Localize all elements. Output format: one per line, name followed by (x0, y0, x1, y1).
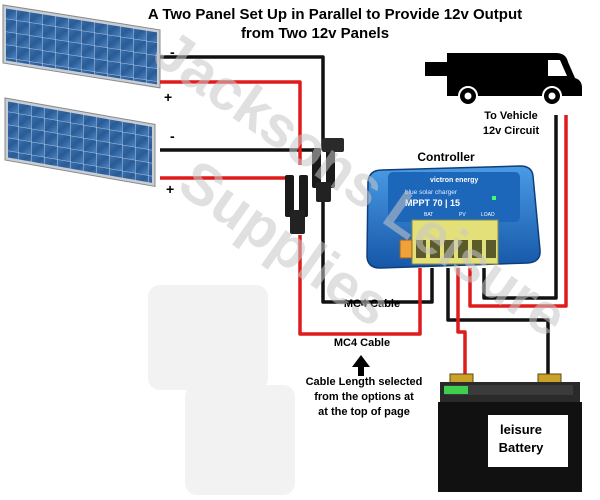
diagram-title-line1: A Two Panel Set Up in Parallel to Provid… (148, 6, 522, 23)
vehicle-circuit-label-line2: 12v Circuit (483, 125, 540, 137)
controller-led (492, 196, 496, 200)
controller-product-line: blue solar charger (405, 189, 458, 196)
controller-terminal-pv: PV (459, 212, 466, 218)
mc4-cable-label-2: MC4 Cable (334, 337, 390, 349)
charge-controller: victron energy blue solar charger MPPT 7… (366, 165, 541, 269)
controller-model: MPPT 70 | 15 (405, 198, 460, 208)
background-panel (148, 285, 268, 390)
panel-1-positive-label: + (164, 89, 172, 105)
positive-wires (160, 80, 568, 375)
vehicle-circuit-label-line1: To Vehicle (484, 110, 538, 122)
battery-label-line2: Battery (499, 440, 545, 455)
background-panel (185, 385, 295, 495)
fuse (399, 239, 413, 259)
battery-label-line1: leisure (500, 422, 542, 437)
cable-length-note-line3: at the top of page (318, 406, 410, 418)
campervan-icon (425, 53, 582, 106)
terminal-block (411, 219, 499, 265)
solar-panel-1 (2, 4, 161, 89)
mc4-branch-connector-positive (285, 175, 308, 234)
cable-length-note-line2: from the options at (314, 391, 414, 403)
controller-brand: victron energy (430, 177, 478, 184)
negative-wires (160, 55, 558, 375)
mc4-cable-label-1: MC4 Cable (344, 298, 400, 310)
leisure-battery (438, 373, 582, 492)
panel-1-negative-label: - (170, 44, 175, 60)
panel-2-negative-label: - (170, 128, 175, 144)
mc4-branch-connector-negative (312, 138, 344, 202)
controller-terminal-bat: BAT (424, 212, 433, 218)
solar-panel-2 (4, 97, 156, 188)
panel-2-positive-label: + (166, 181, 174, 197)
cable-length-note-line1: Cable Length selected (306, 376, 423, 388)
arrow-up-icon (352, 355, 370, 376)
diagram-title-line2: from Two 12v Panels (241, 25, 389, 42)
controller-label: Controller (417, 150, 475, 164)
controller-terminal-load: LOAD (481, 212, 495, 218)
